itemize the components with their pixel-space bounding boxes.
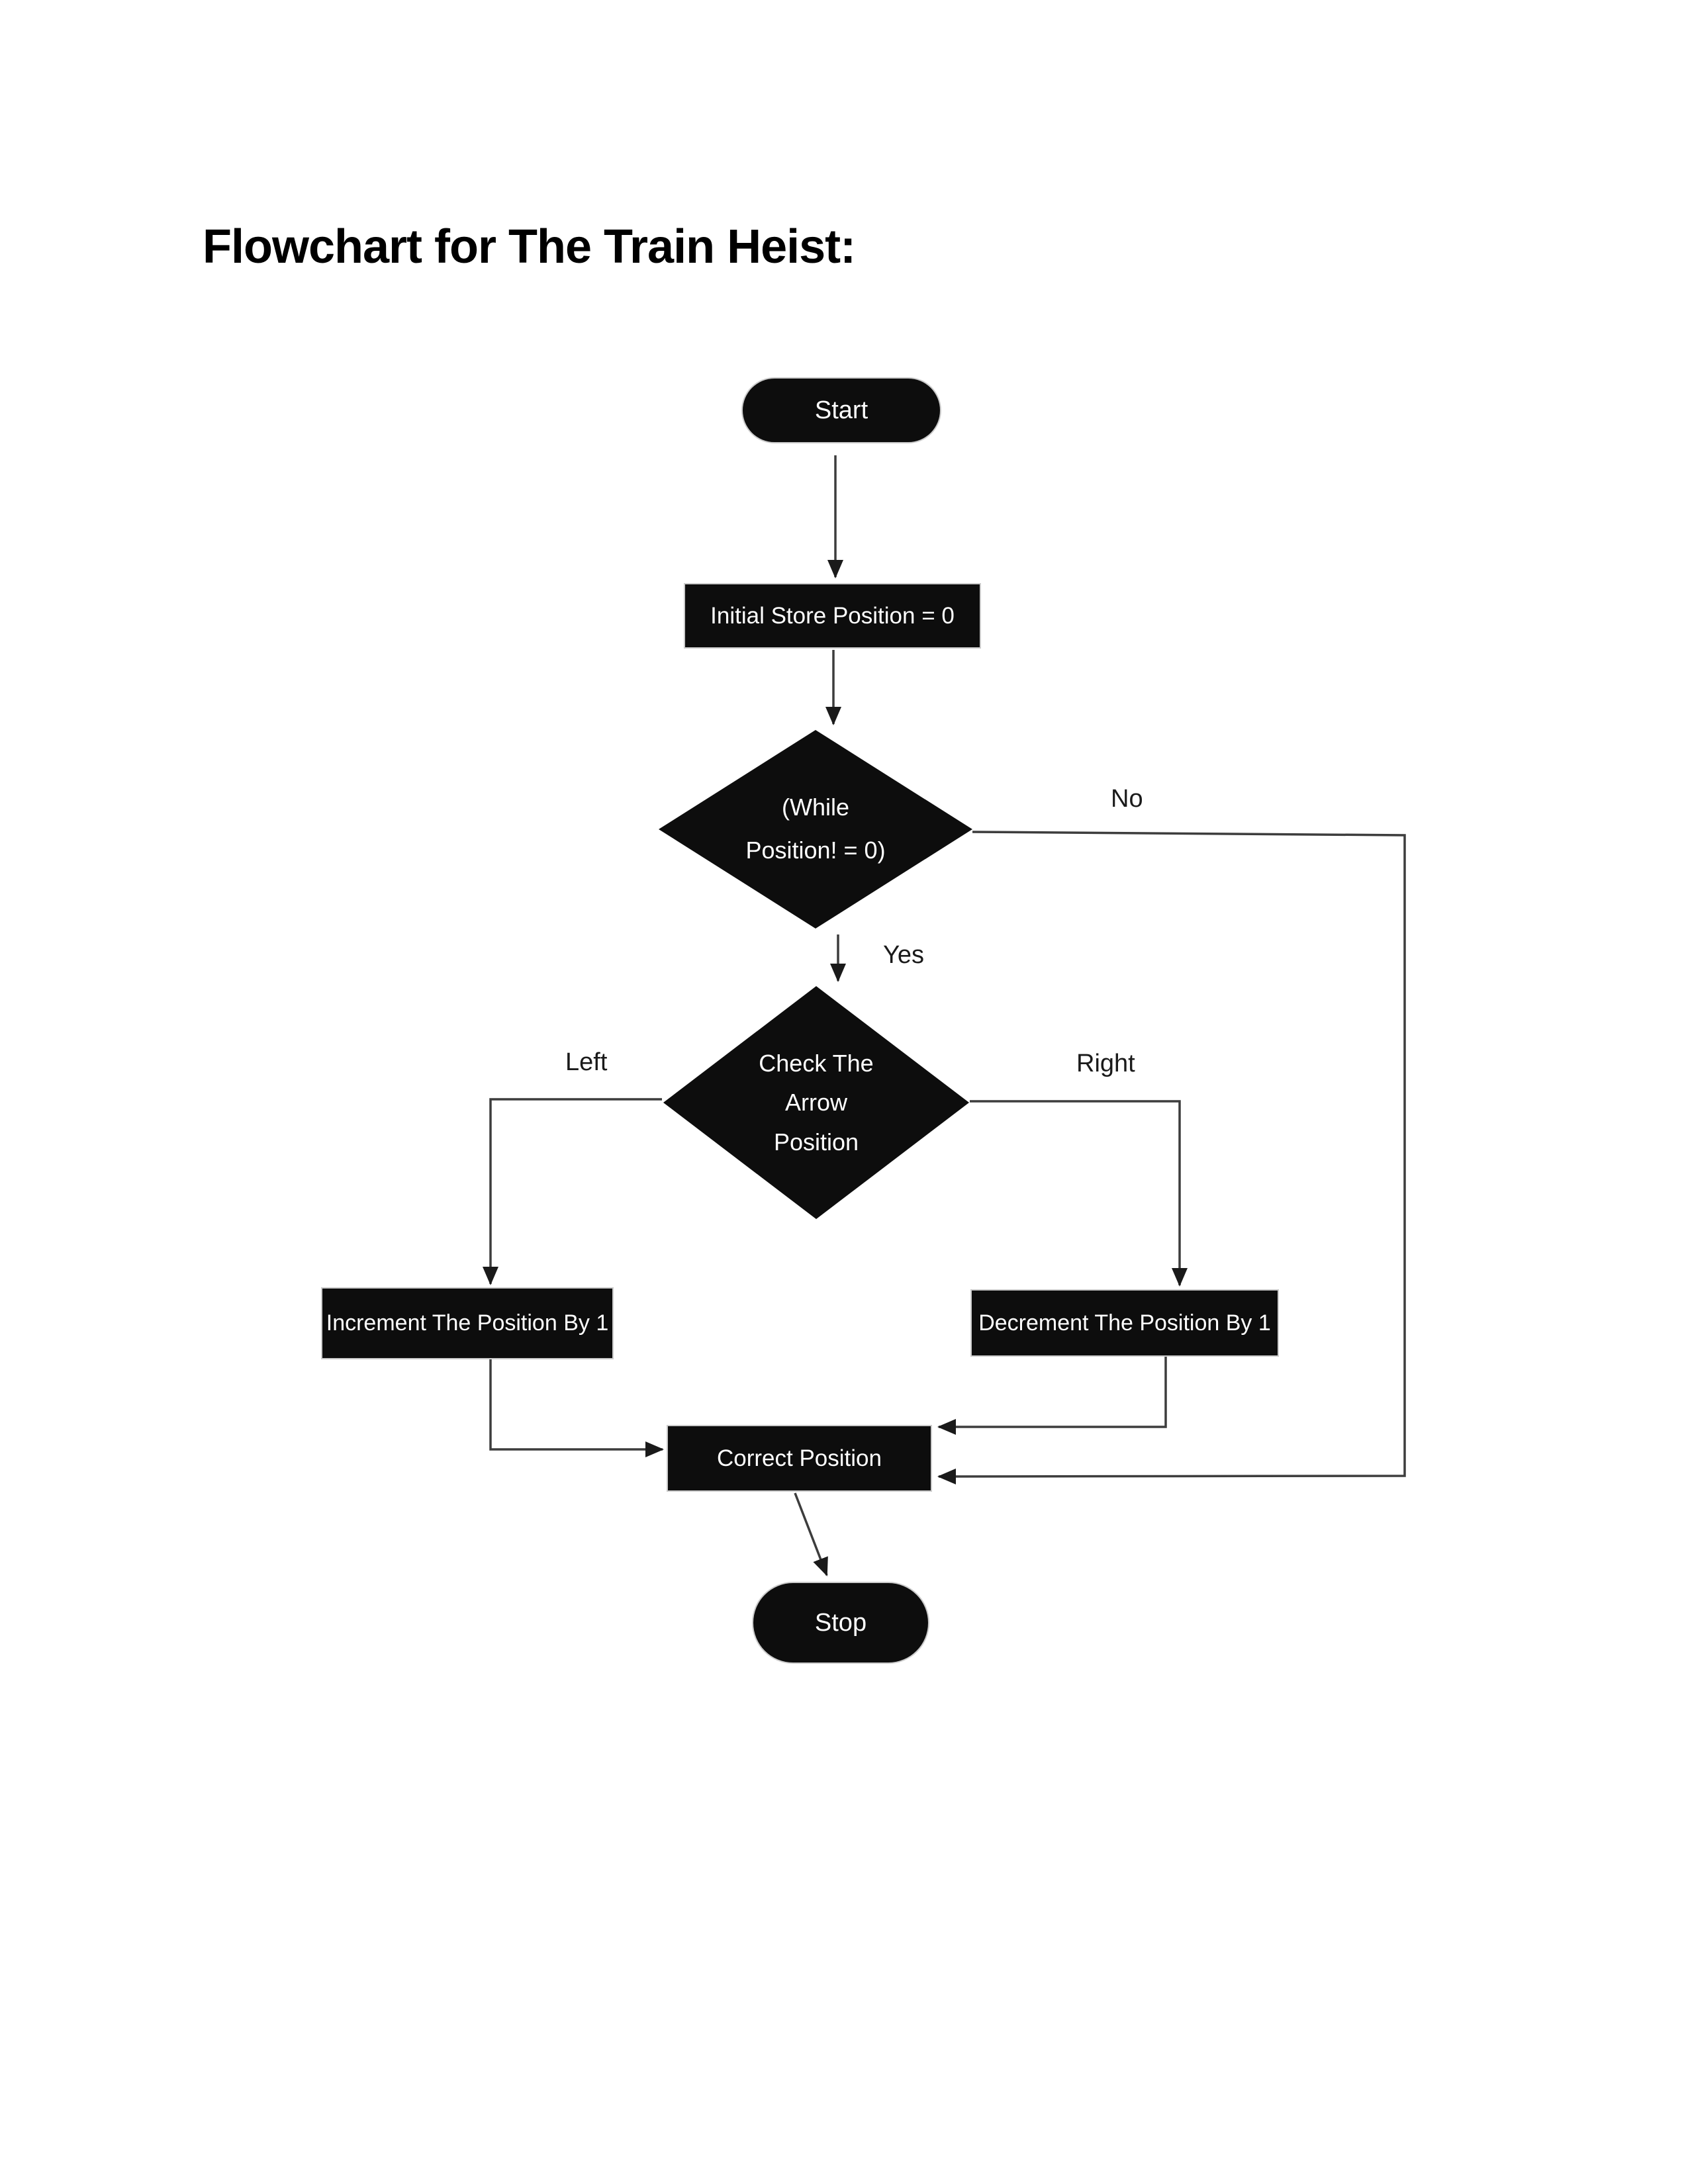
no-branch-label: No xyxy=(1111,785,1143,813)
initial-position-node: Initial Store Position = 0 xyxy=(685,584,980,647)
edge-while-no-to-correct xyxy=(937,831,1406,1484)
initial-position-node-label: Initial Store Position = 0 xyxy=(710,602,955,629)
edge-correct-to-stop xyxy=(794,1492,828,1576)
correct-position-node: Correct Position xyxy=(668,1426,931,1490)
increment-node: Increment The Position By 1 xyxy=(322,1289,612,1358)
check-arrow-decision-node-label: Check The Arrow Position xyxy=(759,1049,874,1156)
edge-check-left-to-increment xyxy=(483,1098,662,1285)
edge-decrement-to-correct xyxy=(937,1357,1167,1435)
edge-increment-to-correct xyxy=(489,1359,664,1457)
stop-node: Stop xyxy=(753,1583,928,1662)
decrement-node-label: Decrement The Position By 1 xyxy=(978,1310,1271,1336)
increment-node-label: Increment The Position By 1 xyxy=(326,1310,609,1336)
page-title: Flowchart for The Train Heist: xyxy=(203,220,856,273)
right-branch-label: Right xyxy=(1076,1050,1135,1077)
while-decision-node-label: (While Position! = 0) xyxy=(745,794,886,864)
edge-check-right-to-decrement xyxy=(970,1100,1188,1287)
stop-node-label: Stop xyxy=(814,1608,867,1637)
start-node: Start xyxy=(743,379,940,442)
start-node-label: Start xyxy=(814,396,868,424)
yes-branch-label: Yes xyxy=(883,941,924,969)
decrement-node: Decrement The Position By 1 xyxy=(972,1291,1278,1355)
left-branch-label: Left xyxy=(565,1048,608,1076)
correct-position-node-label: Correct Position xyxy=(717,1445,882,1471)
